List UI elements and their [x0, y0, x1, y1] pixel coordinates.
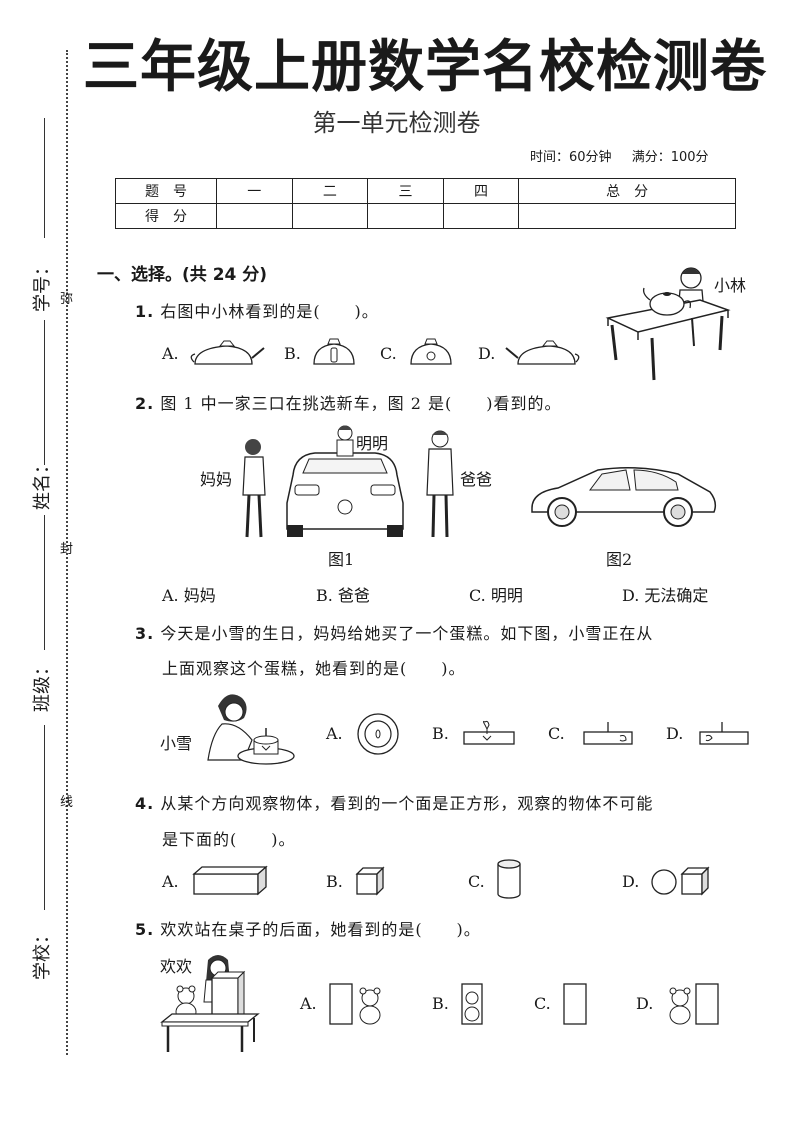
car-side-view-illustration: [531, 467, 717, 527]
q3-option-a-label[interactable]: A.: [326, 724, 343, 743]
header-cell: 三: [367, 178, 444, 204]
q5-option-c-label[interactable]: C.: [534, 994, 551, 1013]
question-text-line1: 今天是小雪的生日，妈妈给她买了一个蛋糕。如下图，小雪正在从: [160, 624, 654, 643]
q2-option-b[interactable]: B. 爸爸: [316, 586, 370, 605]
question-number: 5.: [135, 920, 155, 939]
question-text: 右图中小林看到的是( )。: [160, 302, 379, 321]
person-label-mom: 妈妈: [200, 470, 233, 489]
question-text: 图 1 中一家三口在挑选新车，图 2 是( )看到的。: [160, 394, 562, 413]
seal-char: 线: [60, 795, 74, 810]
cake-side-view-candle-right[interactable]: [694, 716, 754, 750]
class-blank[interactable]: [44, 515, 46, 650]
bear-then-box-view[interactable]: [664, 982, 724, 1028]
person-label-huanhuan: 欢欢: [160, 957, 193, 976]
header-cell: 总 分: [518, 178, 736, 204]
school-label: 学校：: [32, 926, 53, 980]
student-id-label: 学号：: [32, 258, 53, 312]
bear-in-box-view[interactable]: [460, 982, 486, 1028]
q1-option-b-label[interactable]: B.: [284, 344, 301, 363]
cuboid-shape[interactable]: [190, 864, 270, 898]
class-label: 班级：: [32, 658, 53, 712]
q5-option-a-label[interactable]: A.: [300, 994, 317, 1013]
question-1: 1. 右图中小林看到的是( )。: [135, 298, 379, 322]
page-subtitle: 第一单元检测卷: [312, 109, 481, 137]
teapot-side-view-spout-right[interactable]: [190, 334, 265, 374]
cake-side-view-heart[interactable]: [460, 718, 520, 750]
question-text-line1: 从某个方向观察物体，看到的一个面是正方形，观察的物体不可能: [160, 794, 654, 813]
q3-option-d-label[interactable]: D.: [666, 724, 684, 743]
cube-shape[interactable]: [354, 866, 388, 898]
section-heading: 一、选择。(共 24 分): [97, 265, 268, 285]
score-cell[interactable]: [442, 203, 520, 229]
seal-char: 封: [60, 542, 74, 557]
full-score: 满分：100分: [631, 150, 709, 165]
score-header-row: 题 号 一 二 三 四 总 分: [115, 178, 736, 204]
q4-option-a-label[interactable]: A.: [162, 872, 179, 891]
q2-option-a[interactable]: A. 妈妈: [162, 586, 216, 605]
teapot-front-view-spout[interactable]: [407, 334, 457, 374]
family-car-front-illustration: [242, 425, 454, 538]
figure-1-caption: 图1: [328, 550, 355, 569]
question-5: 5. 欢欢站在桌子的后面，她看到的是( )。: [135, 916, 481, 940]
question-4: 4. 从某个方向观察物体，看到的一个面是正方形，观察的物体不可能: [135, 790, 653, 814]
q1-option-d-label[interactable]: D.: [478, 344, 496, 363]
girl-behind-table-illustration: [160, 955, 260, 1052]
person-label-xiaolin: 小林: [714, 276, 747, 295]
question-number: 1.: [135, 302, 155, 321]
figure-2-caption: 图2: [606, 550, 633, 569]
score-row: 得 分: [115, 203, 736, 229]
table-with-teapot-illustration: [605, 267, 731, 381]
teapot-side-view-spout-left[interactable]: [505, 334, 580, 374]
q5-option-b-label[interactable]: B.: [432, 994, 449, 1013]
q2-option-c[interactable]: C. 明明: [469, 586, 523, 605]
q5-option-d-label[interactable]: D.: [636, 994, 654, 1013]
name-blank[interactable]: [44, 320, 46, 465]
header-cell: 四: [442, 178, 520, 204]
question-text: 欢欢站在桌子的后面，她看到的是( )。: [160, 920, 481, 939]
q1-option-a-label[interactable]: A.: [162, 344, 179, 363]
q4-option-d-label[interactable]: D.: [622, 872, 640, 891]
name-label: 姓名：: [32, 456, 53, 510]
cake-top-view[interactable]: [356, 712, 406, 756]
question-3: 3. 今天是小雪的生日，妈妈给她买了一个蛋糕。如下图，小雪正在从: [135, 620, 653, 644]
page-title: 三年级上册数学名校检测卷: [83, 35, 767, 100]
q4-option-b-label[interactable]: B.: [326, 872, 343, 891]
box-then-bear-view[interactable]: [328, 982, 388, 1028]
question-number: 4.: [135, 794, 155, 813]
seal-dotted-line: [66, 50, 68, 1055]
score-cell[interactable]: [518, 203, 736, 229]
score-table: 题 号 一 二 三 四 总 分 得 分: [115, 178, 736, 229]
girl-with-cake-illustration: [207, 694, 295, 765]
score-cell[interactable]: [367, 203, 444, 229]
person-label-ming: 明明: [356, 434, 389, 453]
seal-char: 弥: [60, 292, 74, 307]
person-label-dad: 爸爸: [460, 470, 493, 489]
person-label-xiaoxue: 小雪: [160, 734, 193, 753]
header-cell: 一: [216, 178, 293, 204]
question-number: 3.: [135, 624, 155, 643]
time-limit: 时间：60分钟: [530, 150, 612, 165]
teapot-front-view-handle[interactable]: [310, 334, 360, 374]
q1-option-c-label[interactable]: C.: [380, 344, 397, 363]
score-cell[interactable]: [291, 203, 369, 229]
q2-option-d[interactable]: D. 无法确定: [622, 586, 709, 605]
score-cell[interactable]: [216, 203, 293, 229]
cylinder-shape[interactable]: [494, 858, 524, 902]
school-blank[interactable]: [44, 725, 46, 910]
exam-meta: 时间：60分钟 满分：100分: [530, 146, 725, 165]
question-4-line2: 是下面的( )。: [162, 830, 296, 849]
cake-side-view-candle-left[interactable]: [578, 716, 638, 750]
q3-option-b-label[interactable]: B.: [432, 724, 449, 743]
header-cell: 二: [291, 178, 369, 204]
question-2: 2. 图 1 中一家三口在挑选新车，图 2 是( )看到的。: [135, 390, 562, 414]
question-number: 2.: [135, 394, 155, 413]
q4-option-c-label[interactable]: C.: [468, 872, 485, 891]
q3-option-c-label[interactable]: C.: [548, 724, 565, 743]
student-id-blank[interactable]: [44, 118, 46, 238]
box-only-view[interactable]: [562, 982, 590, 1028]
sphere-and-cube-shapes[interactable]: [650, 866, 714, 898]
score-row-label: 得 分: [115, 203, 217, 229]
header-cell: 题 号: [115, 178, 217, 204]
question-3-line2: 上面观察这个蛋糕，她看到的是( )。: [162, 659, 466, 678]
